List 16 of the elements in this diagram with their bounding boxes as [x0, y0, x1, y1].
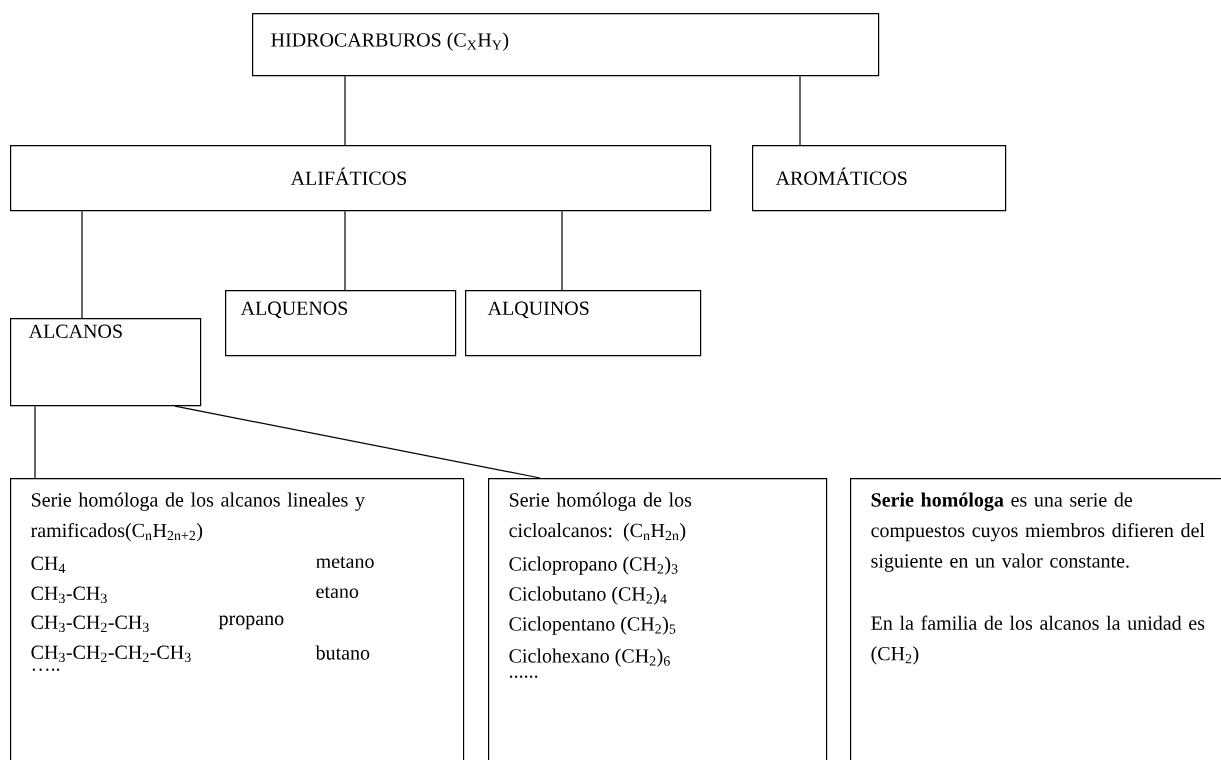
text-box: Serie homóloga de los cicloalcanos: (C$_{n}$H$_{2n}$) Ciclopropano (CH$_{2}$)$_{3}$ Ciclobutano (CH$_{2}$)$_{4}$ Ciclopentano (CH$_{2}$)$_{5}$ Ciclohexano (CH$_{2}$)$_{6}$ ......	[488, 478, 828, 760]
category-box: ALQUINOS	[465, 290, 702, 357]
connector-line	[34, 405, 36, 479]
connector-line	[344, 75, 346, 146]
category-box: HIDROCARBUROS (C$_{X}$H$_{Y}$)	[252, 13, 880, 77]
connector-line	[799, 75, 801, 146]
connector-line	[561, 210, 563, 291]
connector-line	[81, 210, 83, 319]
category-box: ALIFÁTICOS	[10, 145, 712, 212]
text-box: Serie homóloga es una serie de compuestos cuyos miembros difieren del siguiente en un valor constante. En la familia de los alcanos la unidad es (CH$_{2}$)	[850, 478, 1221, 760]
connector-line	[344, 210, 346, 291]
category-box: ALCANOS	[10, 318, 202, 407]
category-box: ALQUENOS	[225, 290, 457, 357]
category-box: AROMÁTICOS	[752, 145, 1007, 212]
text-box: Serie homóloga de los alcanos lineales y ramificados(C$_{n}$H$_{2n+2}$) CH$_{4}$ metano CH$_{3}$-CH$_{3}$ etano CH$_{3}$-CH$_{2}$-CH$_{3}$ propano CH$_{3}$-CH$_{2}$-CH$_{2}$-CH$_{3}$ butano …..	[10, 478, 465, 760]
connector-line	[174, 405, 541, 479]
